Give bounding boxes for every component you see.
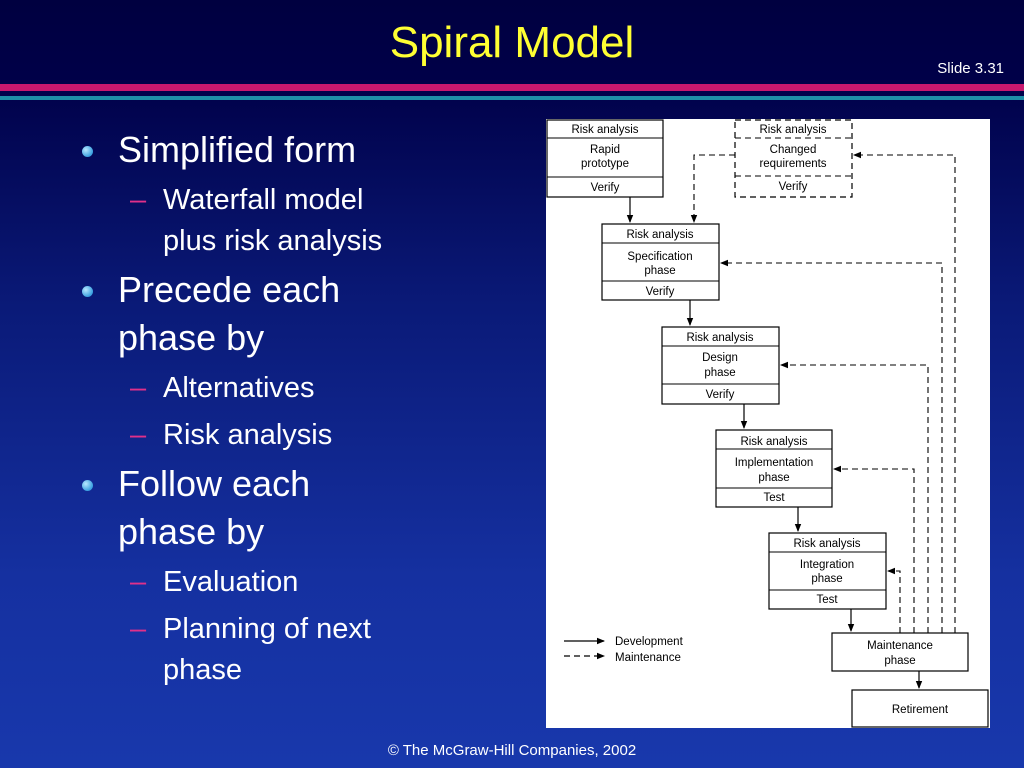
- integration-phase-box: Risk analysis Integration phase Test: [768, 532, 887, 610]
- box-label: Verify: [779, 181, 808, 193]
- box-label: phase: [884, 655, 915, 667]
- box-label: Maintenance: [867, 640, 933, 652]
- dash-icon: –: [130, 613, 147, 645]
- box-label: phase: [811, 573, 842, 585]
- sub-bullet-item: – Evaluation: [75, 562, 545, 603]
- dash-icon: –: [130, 372, 147, 404]
- sub-bullet-text: Waterfall model: [163, 184, 364, 216]
- bullet-text: phase by: [118, 511, 265, 552]
- box-label: Retirement: [892, 704, 949, 716]
- bullet-item: Simplified form: [75, 126, 545, 174]
- title-divider-bar: [0, 84, 1024, 91]
- bullet-text: Simplified form: [118, 129, 357, 170]
- sub-bullet-item: – Planning of next phase: [75, 609, 545, 691]
- bullet-dot-icon: [82, 146, 93, 157]
- box-label: Risk analysis: [740, 436, 807, 448]
- design-phase-box: Risk analysis Design phase Verify: [661, 326, 780, 405]
- box-label: Test: [816, 594, 838, 606]
- box-label: Test: [763, 492, 785, 504]
- sub-bullet-item: – Waterfall model plus risk analysis: [75, 180, 545, 262]
- bullet-dot-icon: [82, 286, 93, 297]
- box-label: phase: [644, 265, 675, 277]
- bullet-list: Simplified form – Waterfall model plus r…: [75, 122, 545, 691]
- slide-title: Spiral Model: [389, 18, 635, 67]
- footer-copyright: © The McGraw-Hill Companies, 2002: [387, 742, 637, 759]
- legend-maintenance: Maintenance: [615, 652, 681, 664]
- box-label: Changed: [770, 144, 817, 156]
- changed-requirements-box: Risk analysis Changed requirements Verif…: [734, 119, 853, 198]
- box-label: Risk analysis: [793, 538, 860, 550]
- sub-bullet-text: Evaluation: [163, 566, 299, 598]
- rapid-prototype-box: Risk analysis Rapid prototype Verify: [546, 119, 664, 198]
- implementation-phase-box: Risk analysis Implementation phase Test: [715, 429, 833, 508]
- development-arrows: [626, 197, 923, 689]
- specification-phase-box: Risk analysis Specification phase Verify: [601, 223, 720, 301]
- sub-bullet-text: Alternatives: [163, 372, 315, 404]
- dash-icon: –: [130, 419, 147, 451]
- bullet-dot-icon: [82, 480, 93, 491]
- box-label: Verify: [591, 182, 620, 194]
- diagram-canvas: Risk analysis Rapid prototype Verify Ris…: [546, 119, 989, 728]
- box-label: Risk analysis: [571, 124, 638, 136]
- box-label: Verify: [646, 286, 675, 298]
- box-label: phase: [758, 472, 789, 484]
- sub-bullet-text: plus risk analysis: [163, 225, 383, 257]
- box-label: Implementation: [735, 457, 814, 469]
- maintenance-arrows: [690, 151, 956, 633]
- dash-icon: –: [130, 184, 147, 216]
- box-label: requirements: [759, 158, 826, 170]
- box-label: Design: [702, 352, 738, 364]
- box-label: prototype: [581, 158, 629, 170]
- bullet-text: phase by: [118, 317, 265, 358]
- bullet-item: Follow each phase by: [75, 460, 545, 556]
- box-label: phase: [704, 367, 735, 379]
- box-label: Verify: [706, 389, 735, 401]
- sub-bullet-text: Planning of next: [163, 613, 371, 645]
- box-label: Risk analysis: [686, 332, 753, 344]
- spiral-model-diagram: Risk analysis Rapid prototype Verify Ris…: [546, 119, 990, 728]
- retirement-box: Retirement: [851, 689, 989, 728]
- maintenance-phase-box: Maintenance phase: [831, 632, 969, 672]
- dash-icon: –: [130, 566, 147, 598]
- box-label: Specification: [627, 251, 692, 263]
- legend-development: Development: [615, 636, 684, 648]
- box-label: Integration: [800, 559, 854, 571]
- sub-bullet-item: – Alternatives: [75, 368, 545, 409]
- bullet-item: Precede each phase by: [75, 266, 545, 362]
- sub-bullet-item: – Risk analysis: [75, 415, 545, 456]
- sub-bullet-text: Risk analysis: [163, 419, 333, 451]
- bullet-text: Precede each: [118, 269, 341, 310]
- box-label: Risk analysis: [626, 229, 693, 241]
- title-divider-accent: [0, 96, 1024, 100]
- box-label: Risk analysis: [759, 124, 826, 136]
- diagram-legend: Development Maintenance: [564, 636, 684, 664]
- sub-bullet-text: phase: [163, 654, 243, 686]
- box-label: Rapid: [590, 144, 620, 156]
- slide-number: Slide 3.31: [937, 60, 1004, 77]
- bullet-text: Follow each: [118, 463, 311, 504]
